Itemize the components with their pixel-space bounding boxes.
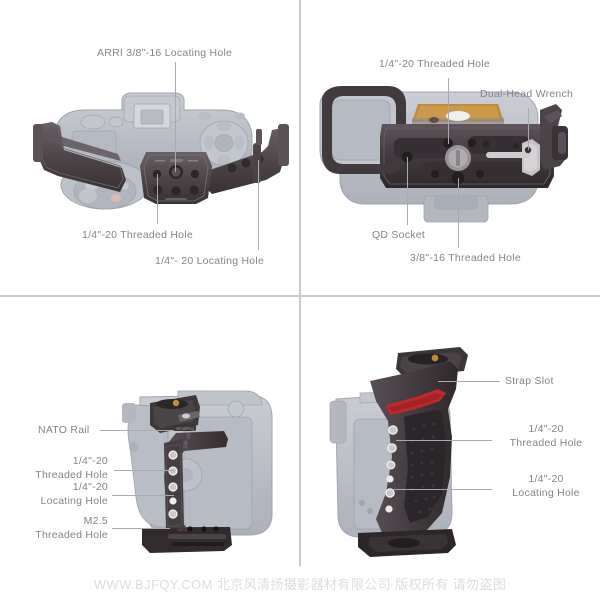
cage-base-plate bbox=[358, 529, 456, 557]
leader-nato-rail bbox=[100, 430, 174, 431]
label-line-2: Locating Hole bbox=[40, 494, 108, 507]
right-side-view-illustration: 4K bbox=[329, 347, 468, 557]
nato-rail-top: SmallRig bbox=[150, 395, 200, 433]
leader-three-eighth-threaded-hole bbox=[458, 178, 459, 248]
cage-side-frame: 1/4"-20 M2.5 bbox=[142, 431, 232, 553]
panel-top-right: 1/4"-20 Threaded Hole Dual-Head Wrench Q… bbox=[300, 0, 600, 296]
label-quarter-locating-hole: 1/4"- 20 Locating Hole bbox=[155, 255, 265, 267]
cage-right-wing bbox=[204, 124, 289, 194]
divider-vertical bbox=[299, 0, 301, 566]
cage-top-plate bbox=[140, 152, 212, 204]
label-line-1: M2.5 bbox=[83, 515, 108, 527]
label-strap-slot: Strap Slot bbox=[505, 375, 554, 387]
label-quarter-threaded-hole: 1/4"-20 Threaded Hole bbox=[379, 58, 490, 70]
cage-right-clamp bbox=[540, 104, 568, 170]
svg-text:M2.5: M2.5 bbox=[178, 527, 188, 532]
leader-m25-threaded-hole bbox=[112, 528, 170, 529]
watermark-text: WWW.BJFQY.COM 北京风清扬摄影器材有限公司 版权所有 请勿盗图 bbox=[93, 576, 507, 592]
label-quarter-threaded-hole: 1/4"-20 Threaded Hole bbox=[82, 229, 193, 241]
label-arri-locating-hole: ARRI 3/8"-16 Locating Hole bbox=[97, 47, 233, 59]
panel-bottom-right: 4K bbox=[300, 297, 600, 593]
label-quarter-threaded-hole: 1/4"-20 Threaded Hole bbox=[14, 455, 108, 482]
label-line-2: Locating Hole bbox=[512, 486, 580, 499]
label-quarter-threaded-hole: 1/4"-20 Threaded Hole bbox=[496, 423, 596, 450]
panel-top-left: ARRI 3/8"-16 Locating Hole 1/4"-20 Threa… bbox=[0, 0, 300, 296]
label-line-2: Threaded Hole bbox=[35, 468, 108, 481]
leader-quarter-locating-hole bbox=[112, 495, 174, 496]
leader-qd-socket bbox=[407, 157, 408, 225]
leader-quarter-locating-hole bbox=[258, 160, 259, 250]
leader-quarter-threaded-hole bbox=[396, 440, 492, 441]
top-view-illustration bbox=[33, 92, 289, 210]
label-line-1: 1/4"-20 bbox=[72, 481, 108, 493]
label-qd-socket: QD Socket bbox=[372, 229, 426, 241]
label-three-eighth-threaded-hole: 3/8"-16 Threaded Hole bbox=[410, 252, 521, 264]
rear-view-illustration bbox=[319, 86, 568, 223]
cage-rear-block bbox=[322, 86, 554, 188]
label-line-1: 1/4"-20 bbox=[528, 423, 564, 435]
label-line-2: Threaded Hole bbox=[35, 528, 108, 541]
leader-quarter-threaded-hole bbox=[448, 78, 449, 144]
brass-plate bbox=[412, 104, 504, 126]
leader-strap-slot bbox=[438, 381, 500, 382]
left-side-view-illustration: SmallRig 1/4"-20 bbox=[122, 390, 273, 553]
svg-text:SmallRig: SmallRig bbox=[176, 426, 195, 431]
cage-left-wing bbox=[33, 122, 126, 192]
svg-text:1/4"-20: 1/4"-20 bbox=[182, 432, 193, 449]
label-line-1: 1/4"-20 bbox=[528, 473, 564, 485]
label-m25-threaded-hole: M2.5 Threaded Hole bbox=[14, 515, 108, 542]
leader-dual-head-wrench bbox=[528, 108, 529, 150]
label-line-1: 1/4"-20 bbox=[72, 455, 108, 467]
cage-grip bbox=[370, 361, 458, 537]
label-quarter-locating-hole: 1/4"-20 Locating Hole bbox=[496, 473, 596, 500]
label-nato-rail: NATO Rail bbox=[38, 424, 90, 436]
label-quarter-locating-hole: 1/4"-20 Locating Hole bbox=[14, 481, 108, 508]
leader-arri-locating-hole bbox=[175, 62, 176, 172]
label-line-2: Threaded Hole bbox=[509, 436, 583, 449]
dual-head-wrench bbox=[486, 139, 540, 176]
label-dual-head-wrench: Dual-Head Wrench bbox=[480, 88, 574, 100]
leader-quarter-threaded-hole bbox=[114, 470, 174, 471]
leader-quarter-threaded-hole bbox=[157, 174, 158, 224]
panel-bottom-left: SmallRig 1/4"-20 bbox=[0, 297, 300, 593]
leader-quarter-locating-hole bbox=[394, 489, 492, 490]
